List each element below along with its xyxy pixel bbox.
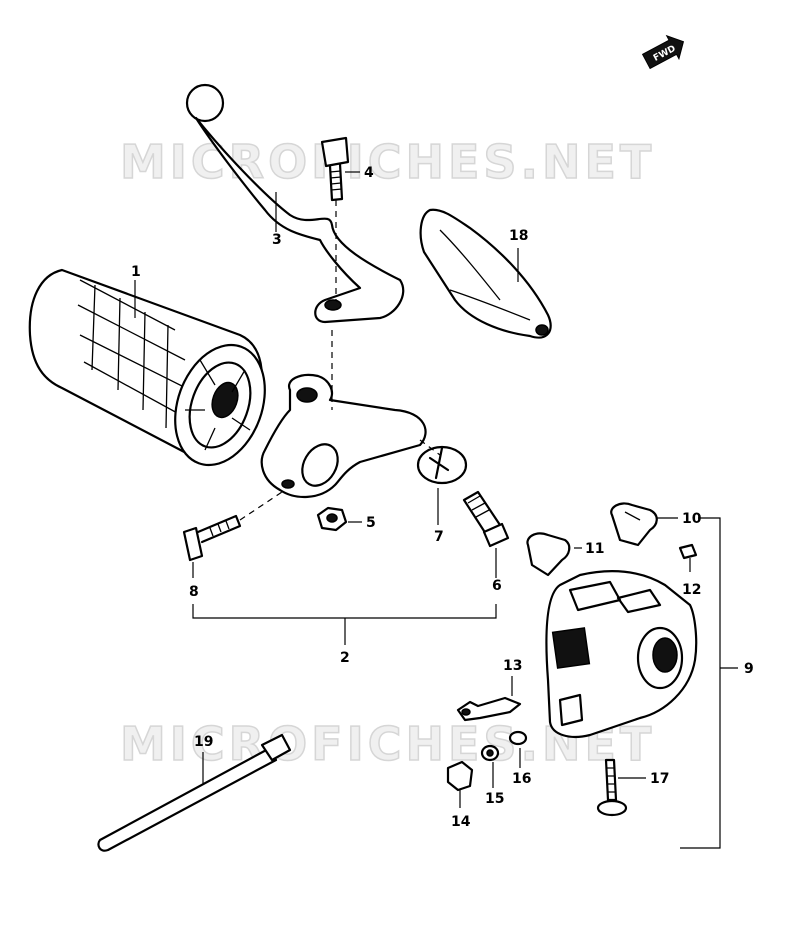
spring-15-part bbox=[480, 744, 500, 762]
connector-part bbox=[446, 760, 474, 792]
lever-part bbox=[185, 83, 405, 324]
nut-part bbox=[316, 506, 348, 532]
switch-knob-11-part bbox=[526, 532, 571, 577]
part-label-14: 14 bbox=[451, 814, 471, 830]
screw-17-part bbox=[596, 758, 628, 817]
switch-knob-10-part bbox=[610, 502, 658, 547]
lever-cover-part bbox=[419, 208, 552, 339]
part-label-2: 2 bbox=[340, 650, 350, 666]
contact-plate-part bbox=[456, 696, 522, 722]
part-label-9: 9 bbox=[744, 661, 754, 677]
part-label-13: 13 bbox=[503, 658, 522, 674]
part-label-17: 17 bbox=[650, 771, 669, 787]
part-label-1: 1 bbox=[131, 264, 141, 280]
part-label-10: 10 bbox=[682, 511, 702, 527]
part-label-12: 12 bbox=[682, 582, 701, 598]
cable-tie-part bbox=[97, 733, 292, 852]
part-label-5: 5 bbox=[366, 515, 376, 531]
part-label-8: 8 bbox=[189, 584, 199, 600]
part-label-11: 11 bbox=[585, 541, 604, 557]
part-label-18: 18 bbox=[509, 228, 528, 244]
fwd-arrow-icon: FWD bbox=[641, 34, 685, 70]
part-label-16: 16 bbox=[512, 771, 531, 787]
leader-lines bbox=[134, 171, 738, 849]
lever-holder-part bbox=[260, 373, 427, 499]
part-label-3: 3 bbox=[272, 232, 282, 248]
part-labels: 1 2 3 4 5 6 7 8 9 10 11 12 13 14 15 16 1… bbox=[131, 165, 754, 830]
watermark-top: MICROFICHES.NET bbox=[120, 135, 655, 189]
switch-housing-part bbox=[545, 570, 698, 739]
part-label-15: 15 bbox=[485, 791, 504, 807]
bolt-part bbox=[182, 514, 242, 562]
part-label-6: 6 bbox=[492, 578, 502, 594]
pivot-bolt-part bbox=[320, 136, 350, 202]
ball-16-part bbox=[508, 730, 528, 746]
cap-part bbox=[416, 445, 468, 485]
adjuster-bolt-part bbox=[462, 490, 510, 548]
grip-part bbox=[28, 268, 266, 467]
part-label-4: 4 bbox=[364, 165, 374, 181]
part-label-19: 19 bbox=[194, 734, 213, 750]
assembly-lines bbox=[239, 200, 441, 521]
part-label-7: 7 bbox=[434, 529, 444, 545]
screw-12-part bbox=[678, 543, 698, 560]
